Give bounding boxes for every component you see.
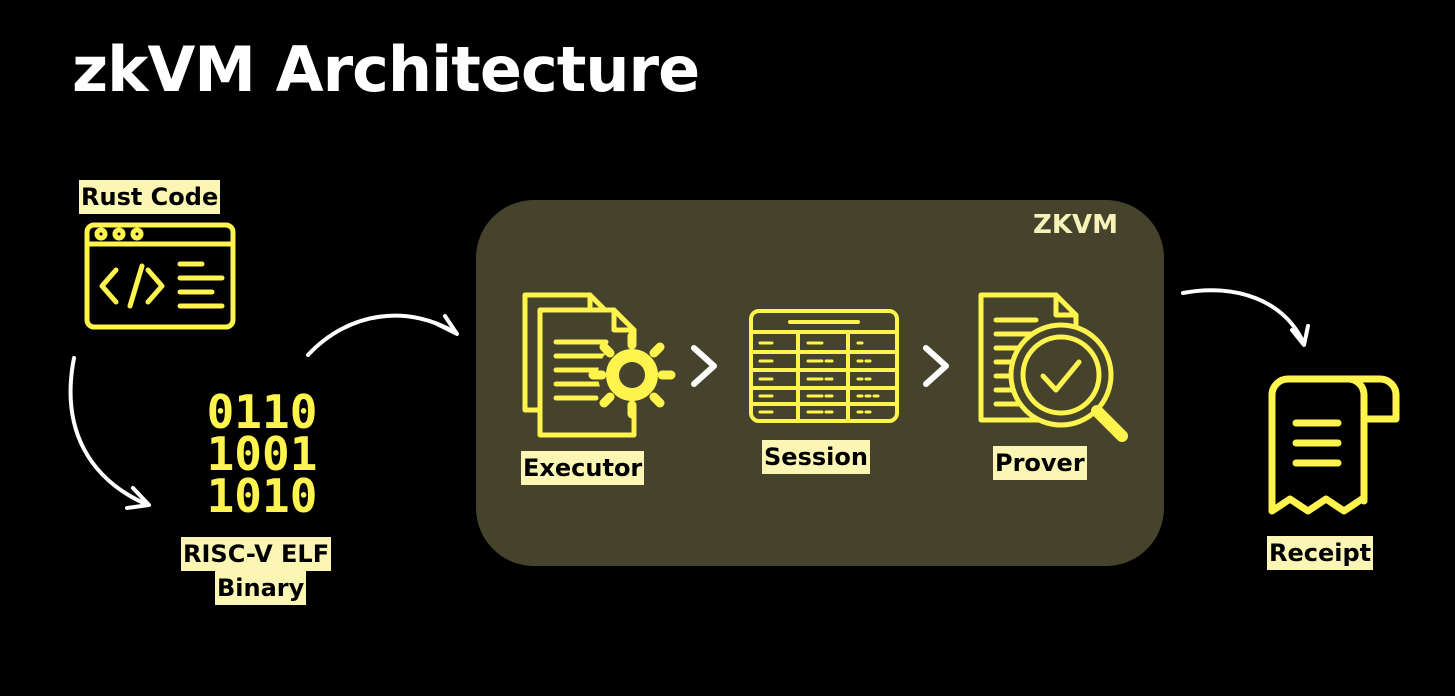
document-magnifier-check-icon [976,290,1132,446]
arrow-binary-to-zkvm [306,313,458,357]
receipt-label: Receipt [1267,536,1374,570]
rust-code-label: Rust Code [79,180,221,214]
arrow-zkvm-to-receipt [1181,288,1306,346]
executor-label: Executor [521,451,645,485]
prover-label: Prover [993,446,1087,480]
elf-binary-label-line2: Binary [215,571,307,605]
binary-row: 0110 [207,390,318,439]
page-title: zkVM Architecture [72,33,700,106]
elf-binary-label-line1: RISC-V ELF [181,537,332,571]
zkvm-label: ZKVM [1033,210,1118,240]
data-table-icon [748,308,900,424]
code-window-icon [84,222,236,330]
session-label: Session [762,440,870,474]
arrow-code-to-binary [68,356,150,507]
binary-data-icon: 0110 1001 1010 [200,390,330,520]
chevron-right-icon [918,343,954,389]
chevron-right-icon [686,343,722,389]
binary-row: 1010 [207,469,318,520]
documents-gear-icon [520,290,680,440]
binary-row: 1001 [207,427,318,481]
receipt-icon [1266,375,1400,519]
